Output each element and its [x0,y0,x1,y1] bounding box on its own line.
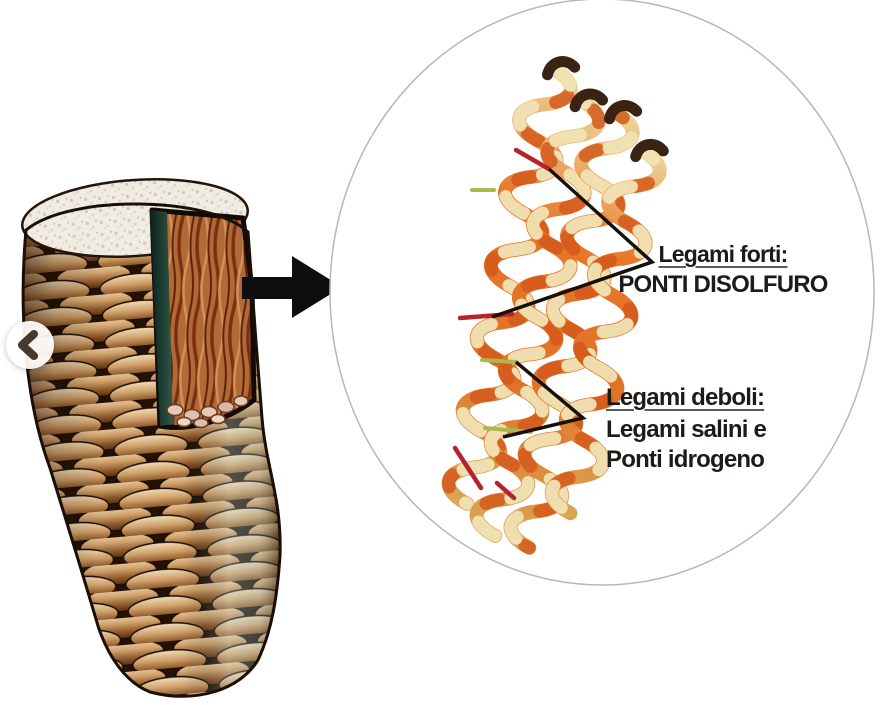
strong-bonds-value: PONTI DISOLFURO [618,271,828,298]
chain-tip-icons [542,56,669,163]
callout-weak-bonds [502,360,587,439]
chevron-left-icon [18,330,38,360]
weak-bonds-label: Legami deboli: Legami salini e Ponti idr… [606,383,767,475]
arrow-right-icon [242,256,342,318]
hair-cortex-window [149,207,257,430]
magnified-view [329,0,875,586]
weak-bonds-line1: Legami salini e [606,416,767,443]
callout-lines [491,167,656,439]
hair-cortex-cells [166,395,249,429]
callout-strong-bonds [491,167,656,319]
carousel-prev-button[interactable] [6,321,54,369]
weak-bonds-title: Legami deboli: [606,384,765,411]
strong-bonds-title: Legami forti: [658,241,789,267]
strong-bonds-label: Legami forti: PONTI DISOLFURO [597,240,849,299]
hair-shaft-illustration [20,178,282,698]
weak-bonds-line2: Ponti idrogeno [606,446,765,473]
